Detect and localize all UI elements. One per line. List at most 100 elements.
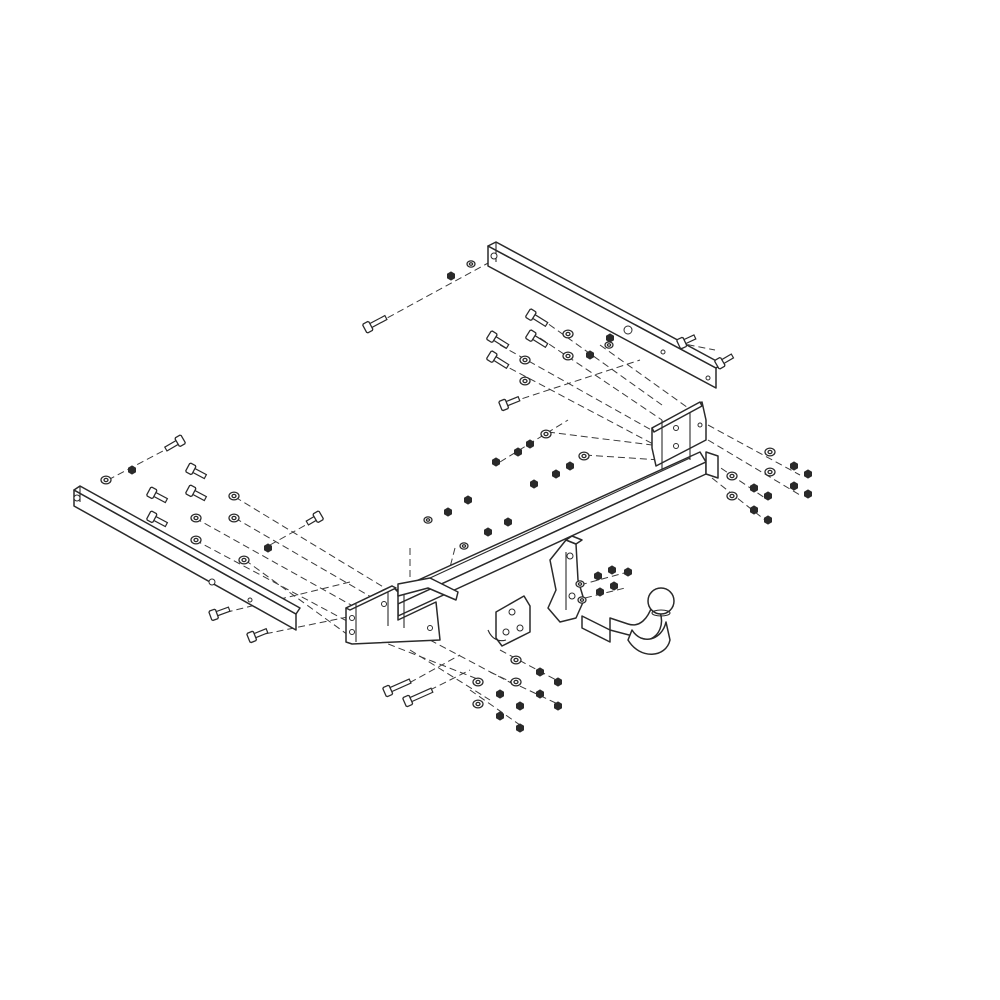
nut-body — [750, 483, 758, 493]
nut-body — [566, 461, 574, 471]
washer-inner — [522, 357, 528, 363]
washer — [540, 429, 552, 439]
washer — [510, 677, 522, 687]
nut — [804, 469, 812, 479]
nut — [492, 457, 500, 467]
washer-inner — [577, 582, 583, 586]
right-mounting-plate — [651, 401, 707, 470]
nut — [484, 527, 492, 537]
bolt — [498, 395, 521, 412]
washer-inner — [565, 353, 571, 359]
bolt-head — [714, 356, 726, 370]
nut-body — [804, 469, 812, 479]
washer — [238, 555, 250, 565]
nut — [594, 571, 602, 581]
nut — [608, 565, 616, 575]
nut — [464, 495, 472, 505]
bolt — [185, 462, 208, 480]
washer-inner — [461, 544, 467, 548]
washer — [100, 475, 112, 485]
nut-body — [790, 481, 798, 491]
washer — [519, 355, 531, 365]
bolt-shank — [388, 678, 412, 693]
washer — [228, 491, 240, 501]
washer-inner — [729, 493, 735, 499]
nut-body — [594, 571, 602, 581]
bolt-head — [676, 336, 688, 350]
nut — [516, 701, 524, 711]
nut — [566, 461, 574, 471]
bolt-head — [402, 694, 414, 708]
washer-inner — [103, 477, 109, 483]
nut — [536, 689, 544, 699]
nut-body — [764, 515, 772, 525]
nut-body — [764, 491, 772, 501]
washer-inner — [231, 493, 237, 499]
bolt — [486, 330, 510, 350]
bolt — [305, 510, 324, 526]
nut — [526, 439, 534, 449]
bolt — [525, 308, 549, 328]
washer — [228, 513, 240, 523]
nut-body — [264, 543, 272, 553]
nut-body — [554, 701, 562, 711]
nut — [554, 701, 562, 711]
nut-body — [536, 689, 544, 699]
nut-body — [608, 565, 616, 575]
nut-body — [128, 465, 136, 475]
washer — [764, 447, 776, 457]
socket-plate — [487, 595, 531, 647]
nut — [447, 271, 455, 281]
nut — [504, 517, 512, 527]
washer — [190, 513, 202, 523]
nut-body — [444, 507, 452, 517]
washer — [519, 376, 531, 386]
nut — [536, 667, 544, 677]
nut-body — [464, 495, 472, 505]
bolt — [185, 484, 208, 502]
nut-body — [447, 271, 455, 281]
washer — [562, 351, 574, 361]
washer — [423, 516, 433, 524]
bolt — [402, 687, 434, 708]
washer — [726, 471, 738, 481]
nut — [530, 479, 538, 489]
nut — [554, 677, 562, 687]
bolt-head — [525, 329, 537, 342]
nut — [790, 481, 798, 491]
nut — [750, 483, 758, 493]
tow-ball — [647, 587, 675, 617]
nut — [496, 689, 504, 699]
bolt-head — [146, 486, 158, 500]
washer-inner — [543, 431, 549, 437]
nut-body — [492, 457, 500, 467]
center-bracket — [547, 535, 585, 623]
nut — [804, 489, 812, 499]
bolt-shank — [408, 687, 434, 703]
washer-inner — [475, 679, 481, 685]
nut-body — [586, 350, 594, 360]
bolt-head — [312, 510, 324, 524]
washer — [472, 699, 484, 709]
washer — [578, 451, 590, 461]
bolt — [676, 334, 697, 350]
washer-inner — [193, 515, 199, 521]
washer — [510, 655, 522, 665]
washer — [726, 491, 738, 501]
nut — [624, 567, 632, 577]
nut-body — [536, 667, 544, 677]
nut-body — [552, 469, 560, 479]
bolt — [163, 434, 186, 452]
bolt-head — [486, 330, 498, 343]
bolt — [146, 486, 169, 504]
nut-body — [516, 723, 524, 733]
nut-body — [496, 711, 504, 721]
bolt — [146, 510, 169, 528]
washer-inner — [729, 473, 735, 479]
bolt-head — [146, 510, 158, 524]
bolt-head — [498, 398, 510, 412]
nut — [606, 333, 614, 343]
bolt-head — [362, 320, 374, 334]
nut-body — [484, 527, 492, 537]
assembly-guide-lines — [107, 261, 801, 726]
